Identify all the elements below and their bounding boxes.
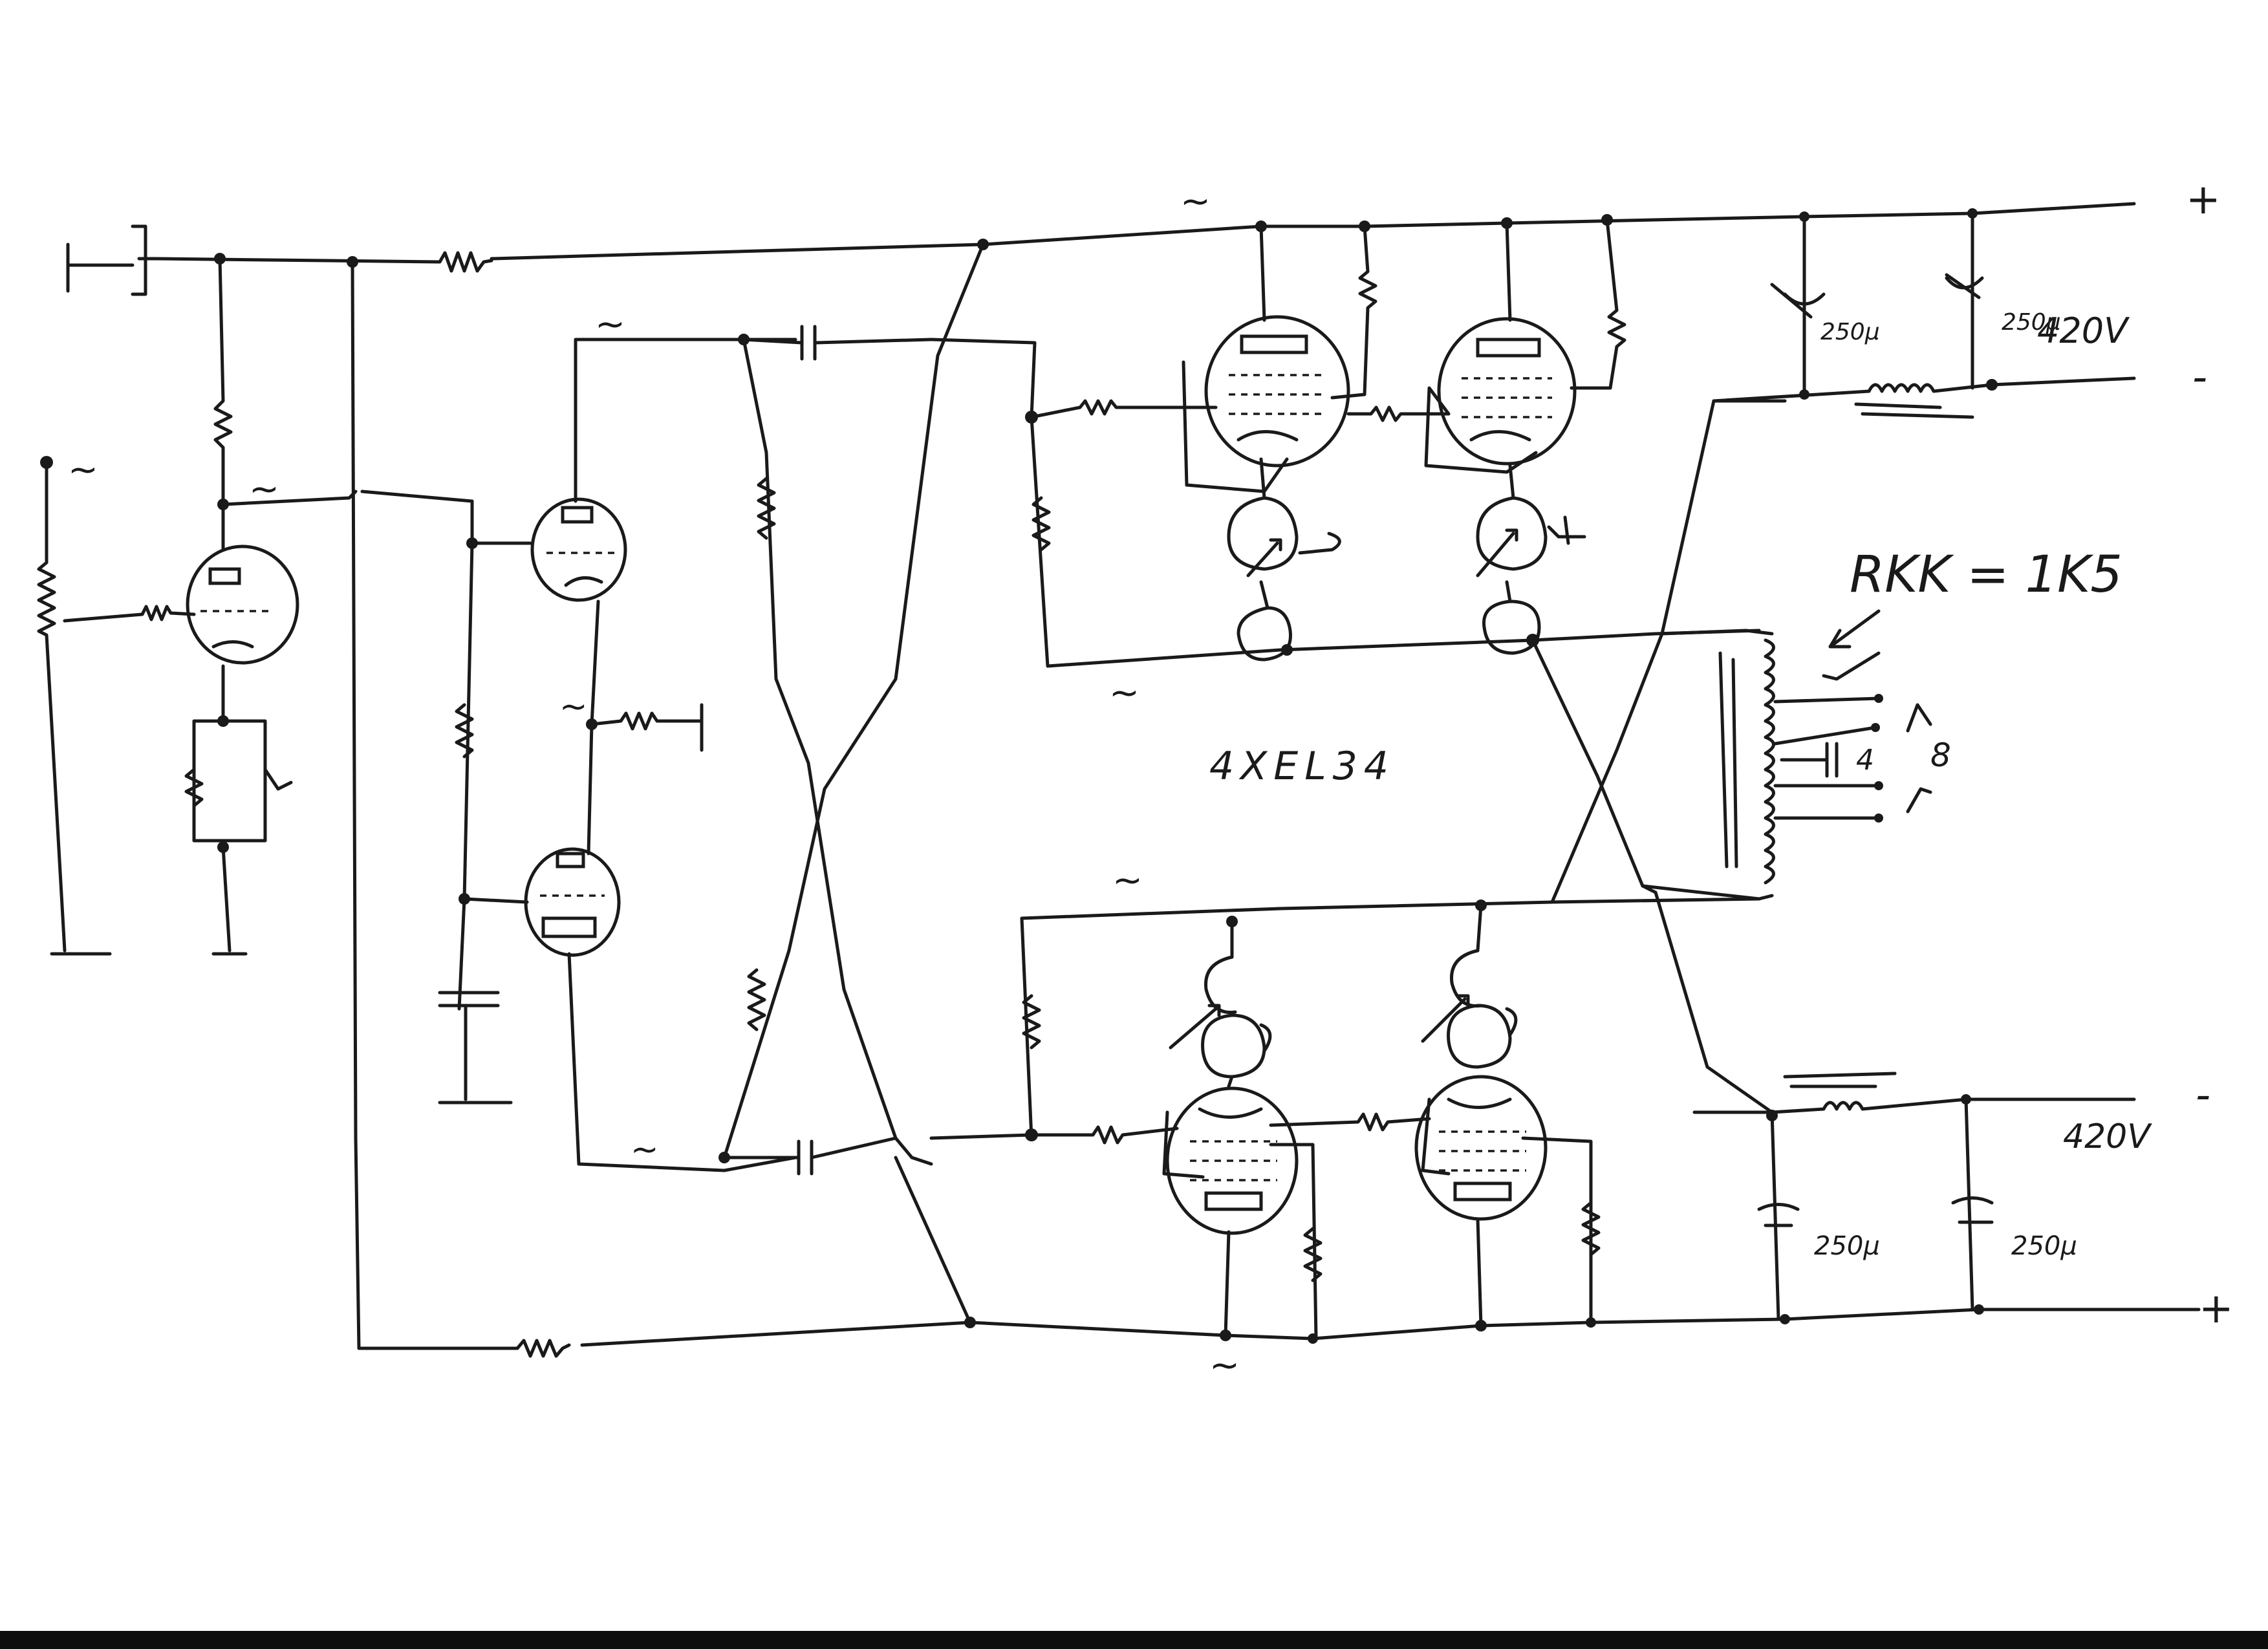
- input-jack: [66, 224, 157, 296]
- splitter-plate-wire: [360, 490, 532, 545]
- ac-mark-input: ~: [68, 449, 98, 491]
- el34-tube-1: [1204, 315, 1350, 468]
- ac-mark-splitter: ~: [595, 303, 625, 345]
- plus-bottom: +: [2199, 1285, 2234, 1333]
- splitter-grid-resistor: [455, 703, 474, 759]
- lower-grid-wire: [929, 1125, 1179, 1145]
- cathode-network-1: [184, 664, 293, 956]
- tube2-screen-wire: [1424, 218, 1626, 474]
- upper-grid-feed: [929, 338, 1761, 668]
- ac-mark-mid: ~: [559, 687, 588, 726]
- minus-bottom: -: [2196, 1072, 2210, 1119]
- cap-3-label: 250μ: [1814, 1231, 1880, 1261]
- node-b1: [1220, 1330, 1231, 1341]
- node-tube1-screen: [1359, 221, 1370, 232]
- tube3-screen-resistor: [1303, 1227, 1323, 1282]
- triode-1-plate-wire: [213, 257, 233, 552]
- splitter-triode-lower: [524, 847, 621, 957]
- plus-top: +: [2186, 176, 2221, 224]
- resistor-bottom-left: [515, 1339, 571, 1358]
- crossover-resistor-top: [757, 477, 776, 540]
- minus-top: -: [2192, 354, 2207, 402]
- tube1-plate-wire: [1259, 224, 1266, 322]
- splitter-plate-line: [574, 338, 797, 503]
- lower-grid-leak: [1022, 994, 1041, 1050]
- crossover-wires: [722, 242, 985, 1324]
- node-b4: [1586, 1317, 1596, 1328]
- crossover-resistor-bottom: [747, 968, 766, 1031]
- node-b3: [1475, 1320, 1487, 1331]
- top-rail-left: [153, 242, 985, 264]
- splitter-bias-resistor: [590, 703, 704, 752]
- tubes-label: 4XEL34: [1209, 744, 1395, 789]
- ac-mark-bottom-rail: ~: [1209, 1344, 1240, 1386]
- tube4-screen-resistor: [1581, 1201, 1601, 1256]
- ac-mark-lower-stage: ~: [1112, 859, 1143, 901]
- splitter-lower-plate: [567, 952, 797, 1172]
- tube2-cathode-network: [1476, 464, 1586, 655]
- input-potentiometer: [37, 456, 196, 956]
- feedback-bus: [351, 260, 972, 1350]
- tube1-cathode-network: [1227, 457, 1341, 662]
- scan-edge-bar: [0, 1631, 2268, 1649]
- coupling-wire-1: [221, 490, 358, 506]
- tube1-screen-wire: [1182, 224, 1377, 493]
- upper-cross-to-xfmr: [1531, 399, 1787, 904]
- resistor-top-left: [438, 251, 493, 273]
- supply-top: [1712, 208, 2136, 419]
- tube3-cathode-network: [1169, 916, 1272, 1088]
- splitter-grid-wire-2: [462, 897, 529, 904]
- cap-1-label: 250μ: [1820, 319, 1880, 345]
- upper-grid-leak: [1031, 496, 1051, 552]
- node-b2: [1308, 1333, 1318, 1344]
- tap-8-label: 8: [1930, 737, 1951, 774]
- lower-grid-feed: [1020, 897, 1761, 1140]
- tube3-interstage: [1269, 1112, 1431, 1132]
- ac-mark-splitter-bottom: ~: [631, 1130, 659, 1169]
- rkk-label: RKK = 1K5: [1850, 546, 2122, 604]
- splitter-left-rail: [457, 541, 474, 1011]
- node-tube2-screen: [1601, 214, 1613, 226]
- xfmr-primary-feed: [1641, 629, 1774, 1114]
- tube4-cathode-network: [1421, 900, 1518, 1069]
- ac-mark-upper-stage: ~: [1109, 672, 1139, 714]
- splitter-triode-upper: [530, 497, 627, 602]
- top-rail: [981, 202, 2136, 246]
- tube3-plate-to-rail: [1162, 1110, 1318, 1341]
- node-tube1-plate: [1255, 221, 1267, 232]
- bottom-rail: [968, 1308, 2201, 1341]
- splitter-decoupling-cap: [438, 991, 513, 1105]
- rkk-arrow: [1828, 609, 1881, 649]
- cap-2-label: 250μ: [2002, 309, 2061, 336]
- tap-4-label: 4: [1856, 744, 1874, 777]
- cap-4-label: 250μ: [2011, 1231, 2077, 1261]
- el34-tube-4: [1414, 1075, 1548, 1221]
- el34-tube-3: [1165, 1086, 1299, 1235]
- splitter-coupling-cap-top: [742, 325, 933, 361]
- supply-bottom-voltage: 420V: [2063, 1117, 2152, 1156]
- supply-bottom: [1692, 1072, 2136, 1324]
- output-transformer: [1718, 638, 1932, 885]
- ac-mark-triode: ~: [249, 468, 279, 510]
- tube2-plate-wire: [1505, 221, 1512, 322]
- node-tube2-plate: [1501, 217, 1513, 229]
- upper-grid-wire: [1030, 399, 1218, 419]
- input-triode: [186, 544, 299, 665]
- tube4-plate-to-rail: [1421, 1097, 1593, 1328]
- el34-tube-2: [1437, 317, 1577, 466]
- supply-top-voltage: 420V: [2037, 310, 2130, 351]
- tube1-interstage: [1346, 405, 1451, 422]
- ac-mark-top-rail: ~: [1180, 180, 1211, 222]
- splitter-coupling-cap-bottom: [722, 1136, 898, 1176]
